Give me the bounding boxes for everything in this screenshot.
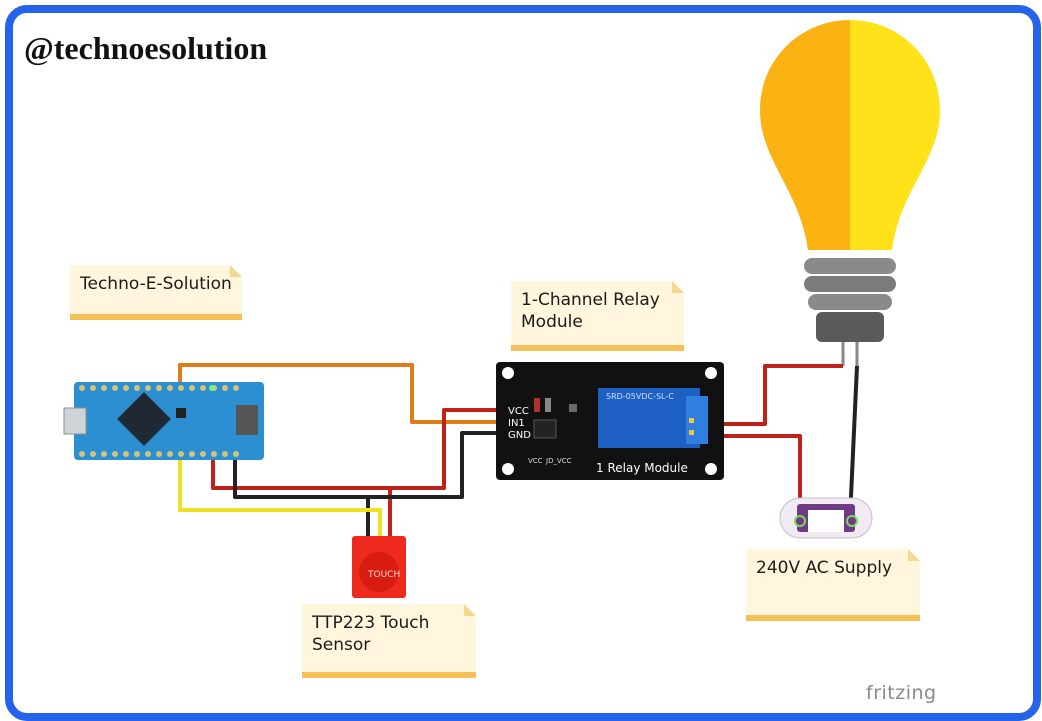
relay-module-icon: VCC IN1 GND 1 Relay Module SRD-05VDC-SL-… <box>496 362 724 480</box>
light-bulb-icon <box>760 20 940 366</box>
wire-red-vcc <box>211 408 505 490</box>
wire-black-gnd <box>233 431 505 499</box>
relay-label-jdvcc: JD_VCC <box>545 457 572 465</box>
note-supply-text: 240V AC Supply <box>756 558 893 578</box>
wire-yellow <box>178 455 382 540</box>
relay-pin-gnd: GND <box>508 430 531 441</box>
note-sensor-line2: Sensor <box>312 635 371 655</box>
note-relay: 1-Channel Relay Module <box>511 281 684 351</box>
note-supply: 240V AC Supply <box>746 549 920 621</box>
wire-red-ac-in <box>692 364 843 426</box>
relay-part-label: SRD-05VDC-SL-C <box>606 392 674 401</box>
relay-pin-in1: IN1 <box>508 418 525 429</box>
note-relay-line1: 1-Channel Relay <box>521 290 660 310</box>
fritzing-logo: fritzing <box>866 682 937 704</box>
wire-black-ac <box>848 365 859 519</box>
touch-sensor-icon: TOUCH <box>352 536 406 598</box>
relay-label-vcc: VCC <box>528 457 543 465</box>
arduino-nano-icon <box>63 382 264 460</box>
watermark-handle: @technoesolution <box>24 30 268 66</box>
note-board-text: Techno-E-Solution <box>80 274 232 294</box>
sensor-label: TOUCH <box>367 570 400 580</box>
relay-pin-vcc: VCC <box>508 406 529 417</box>
note-board: Techno-E-Solution <box>70 265 242 320</box>
wires <box>178 363 859 540</box>
note-relay-line2: Module <box>521 312 583 332</box>
relay-module-label: 1 Relay Module <box>596 461 688 475</box>
note-sensor: TTP223 Touch Sensor <box>302 604 476 678</box>
wire-red-ac-out <box>692 434 802 518</box>
ac-connector-icon <box>779 497 873 539</box>
note-sensor-line1: TTP223 Touch <box>312 613 430 633</box>
